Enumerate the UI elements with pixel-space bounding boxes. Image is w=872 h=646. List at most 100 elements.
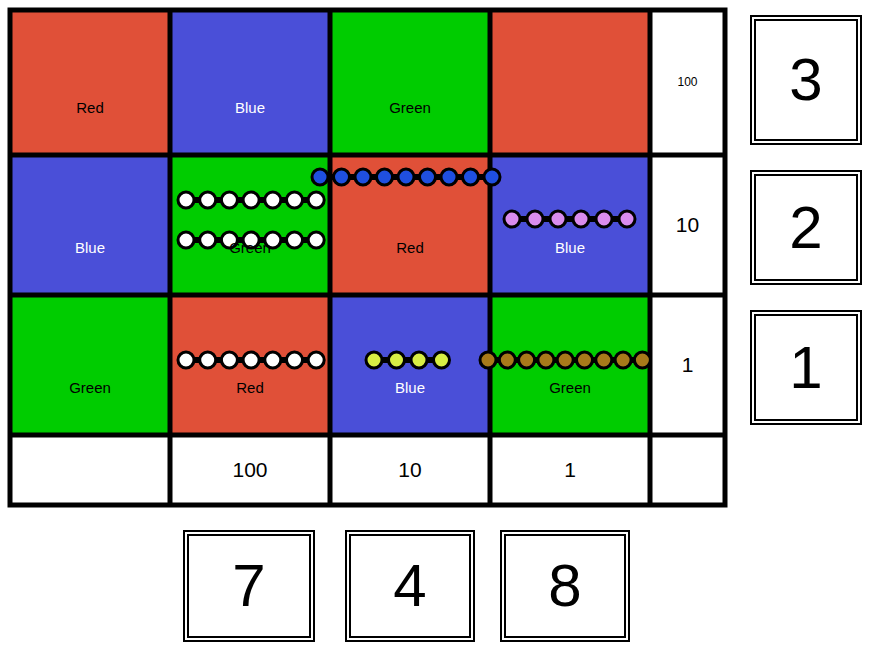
- place-value-label: 10: [398, 458, 421, 481]
- bead: [334, 169, 350, 185]
- color-cell: Red: [173, 298, 327, 432]
- blue-cell: [490, 155, 650, 295]
- bead-cord: [374, 357, 442, 363]
- place-value-cell: 10: [333, 438, 487, 502]
- place-value-cell: 100: [653, 13, 722, 152]
- color-cell: Blue: [173, 13, 327, 152]
- place-value-cell: 100: [173, 438, 327, 502]
- bead-strings: [178, 169, 650, 368]
- red-cell: [330, 155, 490, 295]
- bead: [265, 352, 281, 368]
- green-cell: [170, 155, 330, 295]
- bead: [178, 232, 194, 248]
- place-value-cell: 1: [653, 298, 722, 432]
- digit-card: 1: [750, 310, 862, 425]
- bead: [463, 169, 479, 185]
- color-label: Blue: [555, 240, 585, 257]
- bead: [550, 211, 566, 227]
- bead: [377, 169, 393, 185]
- color-cell: Blue: [13, 158, 167, 292]
- digit-card: 2: [750, 170, 862, 285]
- bead: [615, 352, 631, 368]
- green-cell: [330, 10, 490, 155]
- color-label: Red: [76, 100, 104, 117]
- bead: [484, 169, 500, 185]
- place-value-cell: 10: [653, 158, 722, 292]
- color-label: Red: [396, 240, 424, 257]
- bead-string: [504, 211, 635, 227]
- bead: [389, 352, 405, 368]
- color-cell: Green: [173, 158, 327, 292]
- bead: [596, 211, 612, 227]
- red-cell: [490, 10, 650, 155]
- bead: [519, 352, 535, 368]
- bead: [573, 211, 589, 227]
- bead: [178, 192, 194, 208]
- red-cell: [10, 10, 170, 155]
- color-label: Green: [549, 380, 591, 397]
- bead: [221, 352, 237, 368]
- bead: [619, 211, 635, 227]
- place-value-cell: 1: [493, 438, 647, 502]
- bead: [200, 352, 216, 368]
- bead: [243, 192, 259, 208]
- grid-line: [648, 10, 653, 505]
- place-value-label: 10: [676, 213, 699, 236]
- bead: [287, 352, 303, 368]
- bead: [527, 211, 543, 227]
- bead: [312, 169, 328, 185]
- color-label: Green: [389, 100, 431, 117]
- bead: [366, 352, 382, 368]
- bead-string: [366, 352, 450, 368]
- bead: [577, 352, 593, 368]
- bead: [287, 232, 303, 248]
- red-cell: [170, 295, 330, 435]
- bead: [287, 192, 303, 208]
- bead: [308, 352, 324, 368]
- bead: [634, 352, 650, 368]
- green-cell: [490, 295, 650, 435]
- grid-line: [10, 293, 725, 298]
- bead: [178, 352, 194, 368]
- bead-string: [480, 352, 650, 368]
- digit-label: 8: [548, 553, 581, 619]
- bead: [243, 352, 259, 368]
- grid-line: [10, 153, 725, 158]
- color-label: Red: [236, 380, 264, 397]
- bead: [557, 352, 573, 368]
- digit-label: 3: [789, 47, 822, 113]
- grid-line: [168, 10, 173, 505]
- grid-line: [10, 433, 725, 438]
- color-cell: Blue: [493, 158, 647, 292]
- digit-card: 3: [750, 15, 862, 145]
- bead: [308, 232, 324, 248]
- bead: [411, 352, 427, 368]
- bead: [499, 352, 515, 368]
- digit-card: 4: [345, 530, 475, 642]
- color-label: Blue: [235, 100, 265, 117]
- color-label: Green: [229, 240, 271, 257]
- bead: [596, 352, 612, 368]
- color-label: Blue: [395, 380, 425, 397]
- place-value-label: 1: [564, 458, 576, 481]
- color-label: Blue: [75, 240, 105, 257]
- blue-cell: [330, 295, 490, 435]
- color-label: Green: [69, 380, 111, 397]
- bead-string: [312, 169, 500, 185]
- bead: [265, 192, 281, 208]
- bead: [355, 169, 371, 185]
- grid-line: [328, 10, 333, 505]
- digit-card: 8: [500, 530, 630, 642]
- place-value-label: 100: [677, 76, 697, 89]
- digit-label: 2: [789, 195, 822, 261]
- bead: [441, 169, 457, 185]
- bead-string: [178, 192, 324, 208]
- green-cell: [10, 295, 170, 435]
- color-cell: Green: [493, 298, 647, 432]
- color-cell: Red: [333, 158, 487, 292]
- color-cell: Green: [333, 13, 487, 152]
- digit-label: 1: [789, 335, 822, 401]
- bead: [538, 352, 554, 368]
- digit-card: 7: [183, 530, 315, 642]
